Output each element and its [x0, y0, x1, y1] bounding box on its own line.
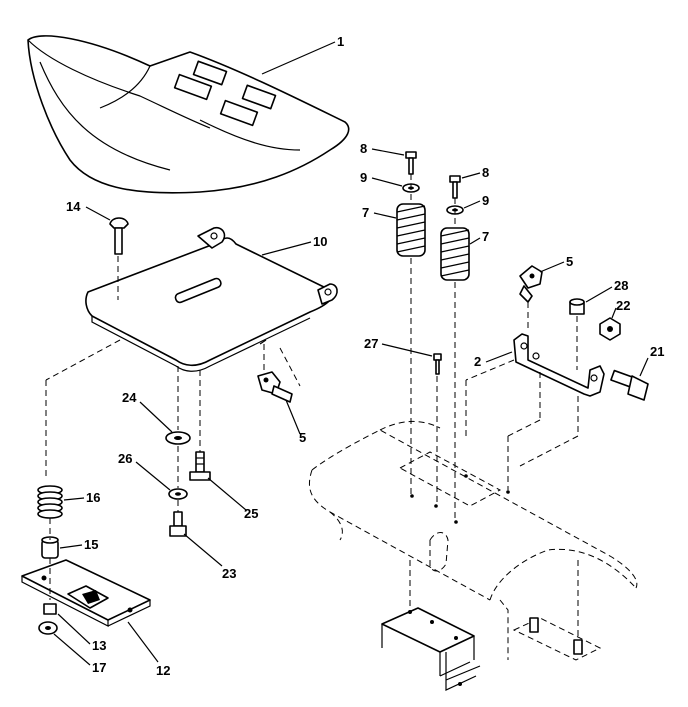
callout-14: 14 [66, 199, 81, 214]
nut-13 [43, 603, 57, 615]
leader-24 [139, 401, 173, 433]
callout-10: 10 [313, 234, 327, 249]
spring-16 [37, 485, 63, 519]
callout-9b: 9 [482, 193, 489, 208]
callout-1: 1 [337, 34, 344, 49]
bolt-8-left [405, 151, 417, 175]
bolt-27 [433, 353, 442, 375]
leader-21 [639, 357, 649, 377]
callout-13: 13 [92, 638, 106, 653]
nut-23 [169, 511, 187, 537]
nut-22 [599, 317, 621, 341]
leader-5a [285, 399, 301, 435]
callout-12: 12 [156, 663, 170, 678]
callout-26: 26 [118, 451, 132, 466]
callout-27: 27 [364, 336, 378, 351]
shoulder-bolt-25 [189, 451, 211, 481]
callout-22: 22 [616, 298, 630, 313]
washer-26 [168, 488, 188, 500]
leader-27 [381, 343, 433, 357]
leader-5b [539, 261, 565, 273]
callout-5b: 5 [566, 254, 573, 269]
callout-2: 2 [474, 354, 481, 369]
leader-8a [371, 148, 405, 156]
leader-15 [59, 544, 83, 549]
nut-28 [569, 298, 585, 315]
spring-7-right [440, 227, 470, 281]
callout-21: 21 [650, 344, 664, 359]
leader-7b [469, 237, 481, 245]
callout-25: 25 [244, 506, 258, 521]
spring-7-left [396, 203, 426, 257]
callout-17: 17 [92, 660, 106, 675]
seat-pan [85, 226, 338, 372]
leader-16 [63, 497, 85, 501]
callout-9a: 9 [360, 170, 367, 185]
tractor-frame [308, 420, 638, 660]
leader-12 [127, 621, 159, 663]
callout-8a: 8 [360, 141, 367, 156]
leader-2 [485, 351, 513, 363]
bushing-15 [41, 536, 59, 559]
leader-14 [85, 206, 111, 221]
callout-7a: 7 [362, 205, 369, 220]
leader-13 [57, 613, 91, 645]
washer-17 [38, 621, 58, 635]
leader-28 [585, 286, 613, 303]
mounting-plate-12 [21, 558, 151, 627]
bolt-8-right [449, 175, 461, 199]
carriage-bolt-14 [109, 217, 129, 255]
clip-5-right [519, 265, 543, 303]
leader-22 [611, 307, 617, 319]
callout-5a: 5 [299, 430, 306, 445]
leader-25 [207, 477, 247, 511]
leader-26 [135, 461, 171, 491]
leader-9b [463, 200, 481, 209]
callout-23: 23 [222, 566, 236, 581]
lower-bracket-right [512, 617, 602, 661]
lower-bracket-left [381, 607, 481, 691]
callout-7b: 7 [482, 229, 489, 244]
callout-28: 28 [614, 278, 628, 293]
leader-17 [53, 633, 91, 666]
leader-7a [373, 212, 397, 219]
callout-8b: 8 [482, 165, 489, 180]
callout-15: 15 [84, 537, 98, 552]
leader-23 [183, 533, 223, 567]
washer-24 [165, 431, 191, 445]
leader-9a [371, 177, 403, 187]
bolt-21 [610, 369, 649, 401]
leader-1 [261, 41, 336, 75]
seat-cushion [27, 35, 350, 194]
clip-5-left [257, 371, 293, 403]
leader-8b [461, 172, 481, 179]
callout-16: 16 [86, 490, 100, 505]
leader-10 [261, 241, 312, 256]
callout-24: 24 [122, 390, 137, 405]
bracket-2 [513, 333, 605, 397]
